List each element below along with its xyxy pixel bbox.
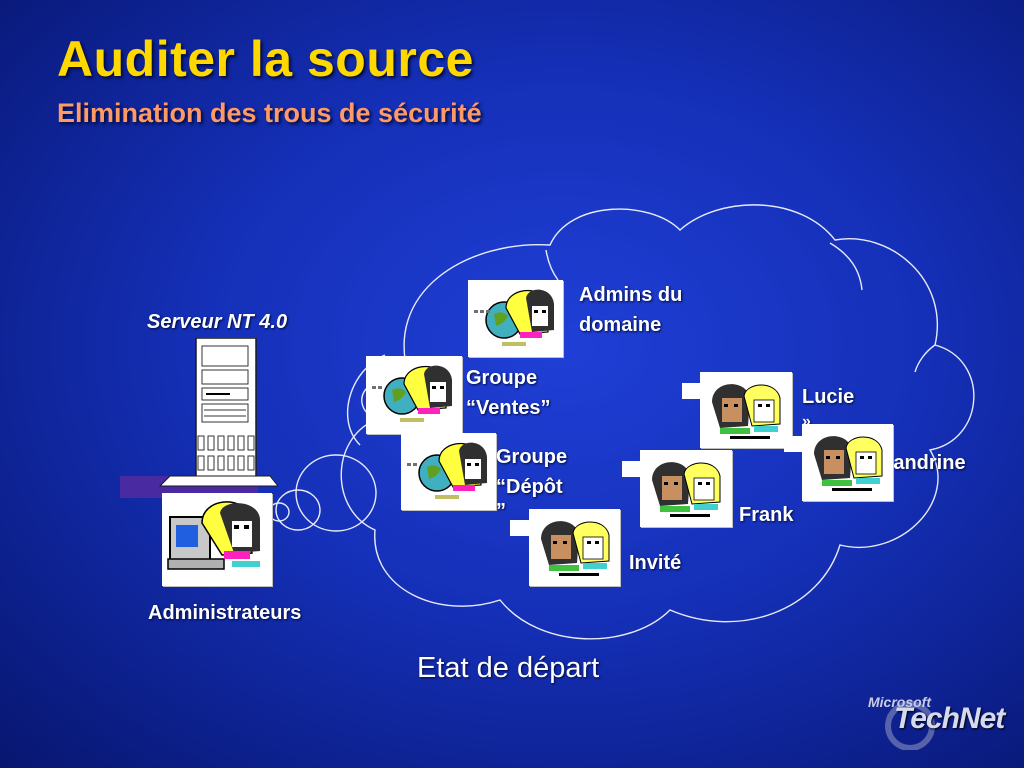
group-admins-domaine-label: Admins du domaine: [579, 284, 683, 336]
technet-logo: Microsoft TechNet: [862, 690, 1007, 750]
logo-microsoft-text: Microsoft: [868, 694, 931, 710]
user-invite-icon[interactable]: [529, 509, 620, 586]
slide-title: Auditer la source: [57, 31, 474, 87]
group-depot-label: Groupe “Dépôt ”: [496, 446, 568, 522]
group-admins-domaine-icon[interactable]: [468, 280, 563, 357]
state-caption: Etat de départ: [417, 652, 600, 684]
user-sandrine-icon[interactable]: [802, 424, 893, 501]
user-frank-label: Frank: [739, 504, 794, 526]
server-tower-icon: [120, 337, 280, 498]
admin-group-icon[interactable]: [162, 493, 272, 586]
user-lucie-label: Lucie: [802, 386, 855, 408]
user-sandrine-label: Sandrine: [880, 452, 966, 474]
user-lucie-label-extra: »: [802, 413, 811, 430]
user-invite-label: Invité: [629, 552, 682, 574]
logo-technet-text: TechNet: [894, 702, 1005, 735]
group-depot-icon[interactable]: [401, 433, 496, 510]
server-label: Serveur NT 4.0: [147, 311, 288, 333]
slide-subtitle: Elimination des trous de sécurité: [57, 98, 482, 128]
admins-label: Administrateurs: [148, 602, 302, 624]
group-ventes-icon[interactable]: [366, 356, 462, 434]
group-ventes-label: Groupe “Ventes”: [466, 367, 551, 419]
user-frank-icon[interactable]: [640, 450, 732, 527]
user-lucie-icon[interactable]: [700, 372, 792, 448]
